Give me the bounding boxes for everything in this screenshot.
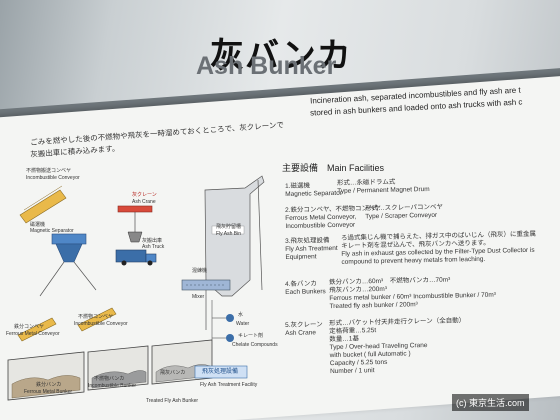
label-water-en: Water [236,321,250,327]
label-incombustible-conv-jp: 不燃物コンベヤ [78,314,114,320]
label-fly-ash-bunker-en: Treated Fly Ash Bunker [146,398,199,404]
label-fly-ash-bin-jp: 飛灰貯留槽 [216,224,242,230]
magnetic-separator [39,233,97,297]
label-chelate-en: Chelate Compounds [232,342,278,348]
label-incombustible-bunker-en: Incombustible Bunker [88,383,137,389]
water-chelate-lines [211,300,234,342]
label-ash-truck-en: Ash Truck [142,244,165,250]
label-ferrous-bunker-jp: 鉄分バンカ [36,382,62,388]
fly-ash-treatment-box [194,365,248,379]
label-fly-ash-bunker-jp: 飛灰バンカ [160,370,186,376]
label-incombustible-conveyor-jp: 不燃物搬送コンベヤ [26,168,72,174]
title-english: Ash Bunker [196,52,337,80]
title-japanese: 灰バンカ [210,37,352,75]
label-magnetic-separator-jp: 磁選機 [30,222,46,228]
ferrous-conveyor-drawing [17,317,57,342]
label-incombustible-conveyor-en: Incombustible Conveyor [26,175,80,181]
facilities-heading: 主要設備 Main Facilities [282,163,385,173]
label-incombustible-bunker-jp: 不燃物バンカ [94,376,125,382]
incombustible-conveyor-drawing [77,307,117,332]
ash-truck-drawing [115,249,157,266]
label-ferrous-bunker-en: Ferrous Metal Bunker [24,389,73,395]
label-chelate-jp: キレート剤 [238,333,264,339]
label-mixer-en: Mixer [192,294,205,300]
label-fly-ash-treatment-en: Fly Ash Treatment Facility [200,382,258,388]
label-ash-crane-jp: 灰クレーン [132,192,157,198]
incombustible-transfer-conveyor [19,185,67,224]
ash-crane-drawing [117,205,153,243]
label-water-jp: 水 [238,312,244,318]
label-mixer-jp: 混練機 [192,268,208,274]
label-fly-ash-bin-en: Fly Ash Bin [216,231,242,237]
label-ash-truck-jp: 灰搬出車 [142,238,163,244]
label-magnetic-separator-en: Magnetic Separator [30,228,74,234]
label-incombustible-conv-en: Incombustible Conveyor [74,321,128,327]
copyright-watermark: (c) 東京生活.com [452,394,529,411]
mixer-drawing [181,279,231,330]
label-ferrous-conveyor-jp: 鉄分コンベヤ [14,324,45,330]
label-ferrous-conveyor-en: Ferrous Metal Conveyor [6,331,60,337]
label-ash-crane-en: Ash Crane [132,199,156,205]
label-fly-ash-treatment-jp: 飛灰処理設備 [202,369,239,375]
